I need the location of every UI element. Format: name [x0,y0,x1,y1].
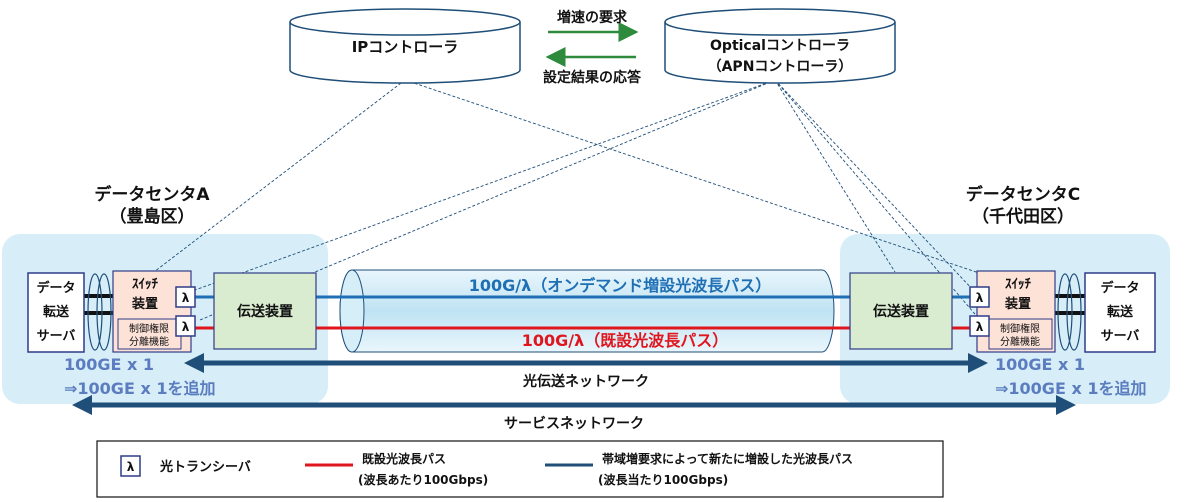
dc-c-transceiver-2-lambda: λ [976,320,984,334]
legend-existing-line-1: 既設光波長パス [362,451,446,466]
dc-c-control-line-2: 分離機能 [1000,335,1040,348]
optical-controller-label-2: （APNコントローラ） [708,59,853,75]
ip-controller-label: IPコントローラ [352,38,459,56]
dc-c-transceiver-1[interactable] [969,286,990,308]
dc-c-name: データセンタC [966,184,1080,205]
dc-a-control-line-1: 制御権限 [129,322,169,335]
dc-a-port-line-2: ⇒100GE x 1を追加 [64,379,215,398]
dc-c-server-line-1: データ [1100,280,1139,296]
dc-c-switch-line-2: 装置 [1004,296,1031,312]
request-label: 増速の要求 [557,9,628,26]
dc-a-transceiver-1-lambda: λ [182,291,190,305]
service-network-arrow [72,395,1076,415]
response-label: 設定結果の応答 [543,69,642,86]
dc-c-server-line-3: サーバ [1101,329,1140,344]
legend-box [96,440,944,498]
dc-a-transmission-box[interactable] [213,272,317,350]
optical-controller[interactable] [664,8,896,84]
control-links [149,79,986,321]
dc-c-transmission-label: 伝送装置 [873,303,929,320]
dc-a-switch-line-2: 装置 [131,296,158,312]
legend-transceiver-label: 光トランシーバ [159,459,251,475]
optical-controller-label-1: Opticalコントローラ [710,38,850,54]
dc-a-control-line-2: 分離機能 [129,335,169,348]
dc-a-switch-line-1: ｽｲｯﾁ [132,277,159,292]
dc-c-control-line-1: 制御権限 [1000,322,1040,335]
optical-network-label: 光伝送ネットワーク [522,373,649,390]
dc-a-location: （豊島区） [110,206,195,227]
dc-c-server-box[interactable] [1084,272,1156,353]
dc-a-server-line-1: データ [36,280,75,296]
dc-c-port-line-2: ⇒100GE x 1を追加 [995,379,1146,398]
dc-a-server-line-3: サーバ [37,329,76,344]
dc-a-server-line-2: 転送 [43,304,70,320]
dc-a-transceiver-1[interactable] [175,286,196,308]
dc-a-transceiver-2[interactable] [175,315,196,337]
optical-network-arrow [184,353,988,373]
dc-c-transceiver-1-lambda: λ [976,291,984,305]
dc-a-server-box[interactable] [27,272,85,353]
existing-path-label: 100G/λ（既設光波長パス） [522,331,729,350]
legend-transceiver-icon [120,455,141,477]
optical-tube [339,269,835,353]
dc-a-transmission-label: 伝送装置 [237,303,293,320]
dc-c-transmission-box[interactable] [849,272,953,350]
dc-c-port-line-1: 100GE x 1 [995,355,1085,374]
legend-new-line-1: 帯域増要求によって新たに増設した光波長パス [602,451,853,466]
legend-new-line-2: (波長当たり100Gbps) [598,472,728,487]
legend-existing-line-2: (波長あたり100Gbps) [358,472,488,487]
bundle-ovals [87,273,1082,351]
service-network-label: サービスネットワーク [504,416,644,432]
dc-c-server-line-2: 転送 [1107,304,1134,320]
dc-a-name: データセンタA [94,184,210,205]
dc-c-location: （千代田区） [972,206,1074,227]
dc-c-switch-line-1: ｽｲｯﾁ [1005,277,1032,292]
dc-a-transceiver-2-lambda: λ [182,320,190,334]
legend-lambda: λ [127,460,135,474]
ip-controller[interactable] [289,8,521,84]
dc-c-transceiver-2[interactable] [969,315,990,337]
new-path-label: 100G/λ（オンデマンド増設光波長パス） [469,276,772,295]
dc-a-port-line-1: 100GE x 1 [64,355,154,374]
